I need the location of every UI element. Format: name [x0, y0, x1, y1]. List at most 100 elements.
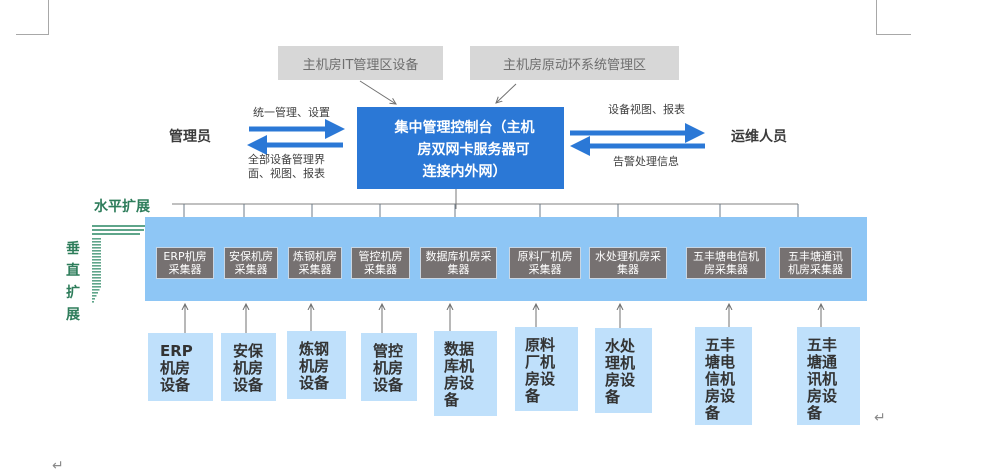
vertical-char-4: 展	[66, 307, 80, 323]
device-label-line: 设备	[233, 376, 264, 394]
device-label-line: 机房	[373, 359, 404, 377]
paragraph-mark-bottom: ↵	[52, 458, 64, 474]
vertical-expansion-bar	[92, 262, 101, 264]
collector-box: 水处理机房采集器	[589, 247, 667, 279]
horizontal-expansion-label: 水平扩展	[94, 199, 150, 215]
collector-label-line1: 炼钢机房	[293, 250, 337, 263]
vertical-expansion-bar	[92, 250, 101, 252]
collector-label-line2: 采集器	[298, 263, 332, 276]
vertical-expansion-bar	[92, 271, 101, 273]
device-label-line: 房设	[807, 387, 838, 405]
device-label-line: 炼钢	[299, 340, 330, 358]
collector-box: 原料厂机房采集器	[509, 247, 581, 279]
vertical-char-2: 直	[66, 263, 80, 279]
vertical-expansion-bar	[92, 286, 101, 288]
device-label-line: 塘电	[705, 353, 736, 371]
device-label-line: 机房	[299, 357, 330, 375]
vertical-expansion-bar	[92, 253, 101, 255]
device-label-line: 房设	[525, 370, 556, 388]
collector-label-line1: 原料厂机房	[517, 250, 573, 263]
device-label-line: 五丰	[705, 336, 736, 354]
device-label-line: 安保	[233, 342, 264, 360]
collector-box: 安保机房采集器	[224, 247, 278, 279]
device-label-line: 理机	[605, 354, 636, 372]
device-label-line: 房设	[605, 371, 636, 389]
vertical-expansion-bar	[92, 283, 101, 285]
collector-box: ERP机房采集器	[156, 247, 214, 279]
vertical-expansion-bar	[92, 247, 101, 249]
admin-in-label-line-1: 全部设备管理界	[248, 153, 325, 166]
collector-label-line2: 集器	[447, 263, 470, 276]
device-label-line: 设备	[299, 374, 330, 392]
it-area-text: 主机房IT管理区设备	[302, 57, 419, 73]
central-console: 集中管理控制台（主机 房双网卡服务器可 连接内外网）	[357, 107, 564, 189]
paragraph-mark: ↵	[874, 410, 886, 426]
vertical-expansion-bar	[92, 256, 101, 258]
admin-role: 管理员	[169, 129, 211, 145]
horizontal-expansion-bars	[92, 225, 147, 235]
device-label-line: 备	[807, 404, 823, 422]
collector-box: 数据库机房采集器	[420, 247, 497, 279]
env-area-label: 主机房原动环系统管理区	[470, 46, 679, 80]
device-box: 管控机房设备	[361, 333, 417, 401]
device-label-line: 五丰	[807, 336, 838, 354]
device-label-line: 原料	[525, 336, 556, 354]
device-box: 数据库机房设备	[434, 331, 497, 416]
device-label-line: 数据	[444, 340, 475, 358]
collector-label-line1: 安保机房	[229, 250, 273, 263]
env-area-text: 主机房原动环系统管理区	[502, 57, 646, 73]
vertical-expansion-bar	[92, 238, 101, 240]
device-label-line: 塘通	[807, 353, 838, 371]
device-label-line: 水处	[605, 337, 636, 355]
collector-label-line1: 水处理机房采	[595, 250, 661, 263]
collector-label-line1: ERP机房	[163, 250, 207, 263]
page-corner-mark-top-left	[48, 0, 49, 34]
vertical-expansion-bar	[92, 298, 95, 300]
collector-label-line2: 集器	[617, 263, 639, 276]
vertical-expansion-bar	[92, 277, 101, 279]
page-corner-mark-top-right-h	[876, 34, 911, 35]
device-label-line: 备	[444, 391, 460, 409]
page-corner-mark-top-right	[876, 0, 877, 34]
page-corner-mark-top-left-h	[16, 34, 49, 35]
device-label-line: ERP	[160, 342, 193, 360]
device-label-line: 信机	[705, 370, 736, 388]
vertical-expansion-bar	[92, 241, 101, 243]
vertical-expansion-bar	[92, 295, 97, 297]
device-label-line: 备	[525, 387, 541, 405]
device-label-line: 机房	[160, 359, 191, 377]
device-label-line: 房设	[705, 387, 736, 405]
vertical-char-1: 垂	[66, 241, 80, 257]
vertical-expansion-bar	[92, 280, 101, 282]
collector-label-line2: 采集器	[528, 263, 562, 276]
collector-box: 五丰塘通讯机房采集器	[779, 247, 852, 279]
vertical-expansion-label: 垂 直 扩 展	[64, 238, 82, 326]
collector-label-line1: 五丰塘通讯	[788, 250, 843, 263]
device-label-line: 库机	[444, 357, 475, 375]
vertical-expansion-bar	[92, 259, 101, 261]
vertical-expansion-bar	[92, 274, 101, 276]
collector-label-line2: 采集器	[234, 263, 268, 276]
device-label-line: 厂机	[525, 353, 556, 371]
collector-label-line1: 五丰塘电信机	[693, 250, 759, 263]
vertical-expansion-bar	[92, 244, 101, 246]
collector-label-line1: 管控机房	[358, 250, 403, 263]
device-label-line: 房设	[444, 374, 475, 392]
it-area-arrow	[359, 80, 396, 104]
ops-out-label: 设备视图、报表	[608, 103, 685, 116]
admin-out-label: 统一管理、设置	[253, 106, 330, 119]
console-line-2: 房双网卡服务器可	[417, 142, 530, 158]
device-box: 原料厂机房设备	[515, 327, 578, 411]
vertical-expansion-bar	[92, 292, 98, 294]
device-box: 五丰塘通讯机房设备	[797, 327, 860, 425]
collector-label-line1: 数据库机房采	[425, 250, 492, 263]
device-box: 安保机房设备	[221, 333, 276, 401]
console-line-3: 连接内外网）	[422, 164, 507, 180]
device-label-line: 管控	[373, 342, 404, 360]
ops-in-label: 告警处理信息	[613, 155, 679, 168]
vertical-expansion-bar	[92, 265, 101, 267]
vertical-expansion-bar	[92, 301, 94, 303]
admin-in-label: 全部设备管理界 面、视图、报表	[248, 153, 325, 181]
